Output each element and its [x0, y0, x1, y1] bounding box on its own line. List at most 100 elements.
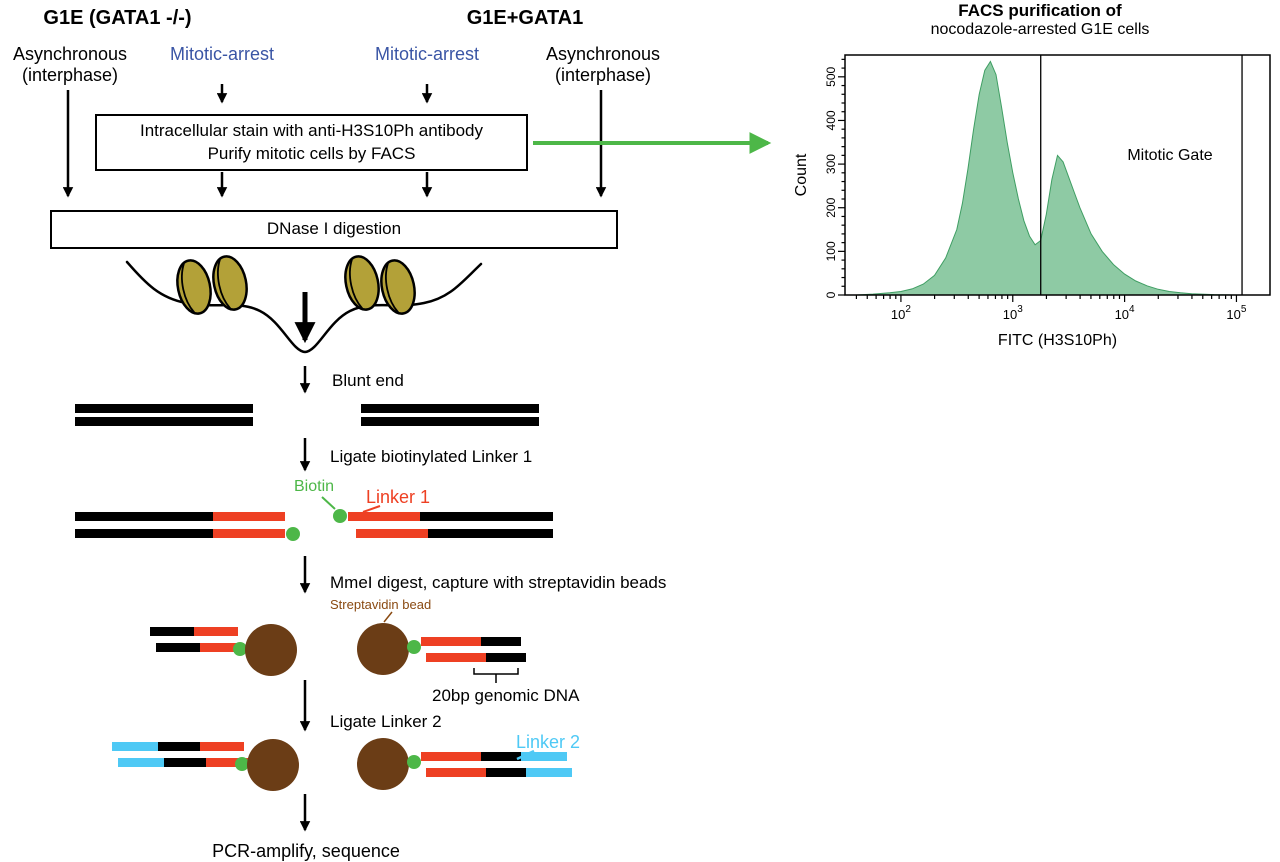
nucleosome-disc: [212, 255, 248, 311]
y-tick-label: 0: [824, 291, 838, 298]
linker1-bar: [213, 529, 285, 538]
streptavidin-bead-label: Streptavidin bead: [330, 597, 432, 612]
linker1-pointer-line: [362, 505, 381, 513]
step-ligate-linker2: Ligate Linker 2: [330, 712, 442, 731]
facs-title-line2: nocodazole-arrested G1E cells: [930, 21, 1150, 38]
dna-bar: [75, 417, 253, 426]
y-tick-label: 400: [824, 110, 838, 130]
linker1-bar: [200, 742, 244, 751]
workflow-graphics: [62, 84, 772, 832]
biotin-dot: [233, 642, 247, 656]
nucleosome: [380, 259, 416, 315]
linker1-bar: [426, 653, 486, 662]
facs-plot-frame: [844, 54, 1271, 296]
dna-bar: [486, 653, 526, 662]
nucleosome: [176, 259, 212, 315]
biotin-dot: [333, 509, 347, 523]
linker1-bar: [200, 643, 244, 652]
linker2-bar: [526, 768, 572, 777]
step-mmei-digest: MmeI digest, capture with streptavidin b…: [330, 573, 667, 592]
condition-async-left: Asynchronous (interphase): [12, 44, 128, 85]
dna-bar: [75, 512, 213, 521]
dna-bar: [486, 768, 526, 777]
dna-bar: [420, 512, 553, 521]
biotin-dot: [407, 640, 421, 654]
nucleosome-detail: [349, 259, 363, 310]
step-ligate-linker1: Ligate biotinylated Linker 1: [330, 447, 533, 466]
streptavidin-capture: [150, 611, 526, 683]
dna-bar: [75, 404, 253, 413]
dna-bar: [75, 529, 213, 538]
dna-bar: [361, 404, 539, 413]
nucleosome-disc: [344, 255, 380, 311]
nucleosome: [212, 255, 248, 311]
y-tick-label: 300: [824, 154, 838, 174]
dna-bar: [481, 637, 521, 646]
linker1-bar: [356, 529, 428, 538]
dnase-box: DNase I digestion: [50, 210, 618, 249]
facs-xaxis-label: FITC (H3S10Ph): [998, 332, 1117, 349]
dna-bar: [164, 758, 206, 767]
dna-bar: [158, 742, 200, 751]
linker1-bar: [348, 512, 420, 521]
linker2-bar: [521, 752, 567, 761]
biotin-pointer-line: [321, 496, 336, 510]
biotin-dot: [235, 757, 249, 771]
group1-title: G1E (GATA1 -/-): [43, 7, 192, 29]
linker1-constructs: [75, 496, 553, 541]
facs-title-line1: FACS purification of: [958, 1, 1122, 20]
nucleosome-detail: [385, 263, 399, 314]
biotin-label: Biotin: [294, 478, 335, 495]
20bp-bracket: [473, 668, 519, 683]
linker2-pointer-line: [516, 749, 535, 761]
dna-bar: [150, 627, 194, 636]
dna-bar: [481, 752, 521, 761]
flow-arrows: [62, 84, 772, 832]
biotin-dot: [407, 755, 421, 769]
dna-bar: [428, 529, 553, 538]
mitotic-gate-label: Mitotic Gate: [1127, 147, 1212, 164]
linker2-constructs: [112, 738, 572, 791]
stain-facs-box: Intracellular stain with anti-H3S10Ph an…: [95, 114, 528, 171]
blunt-dna-fragments: [75, 404, 539, 426]
step-blunt-end: Blunt end: [332, 371, 404, 390]
linker2-label: Linker 2: [516, 732, 581, 752]
nucleosome-detail: [181, 263, 195, 314]
condition-mitotic-left: Mitotic-arrest: [169, 44, 274, 64]
streptavidin-bead: [357, 738, 409, 790]
y-tick-label: 500: [824, 66, 838, 86]
chromatin-drawing: [125, 255, 483, 354]
step-pcr-sequence: PCR-amplify, sequence: [212, 841, 400, 861]
linker1-bar: [426, 768, 486, 777]
condition-mitotic-right: Mitotic-arrest: [374, 44, 479, 64]
linker1-bar: [421, 752, 481, 761]
linker1-bar: [421, 637, 481, 646]
linker1-label: Linker 1: [366, 487, 431, 507]
linker1-bar: [206, 758, 250, 767]
y-tick-label: 100: [824, 241, 838, 261]
facs-histogram: [856, 60, 1265, 296]
linker2-bar: [118, 758, 164, 767]
streptavidin-bead: [245, 624, 297, 676]
genomic-dna-label: 20bp genomic DNA: [432, 686, 580, 705]
streptavidin-pointer-line: [383, 611, 393, 623]
x-tick-label: 104: [1115, 304, 1135, 322]
biotin-dot: [286, 527, 300, 541]
nucleosome-disc: [380, 259, 416, 315]
y-tick-label: 200: [824, 197, 838, 217]
nucleosome-detail: [217, 259, 231, 310]
group2-title: G1E+GATA1: [466, 7, 584, 29]
linker2-bar: [112, 742, 158, 751]
dna-bar: [156, 643, 200, 652]
x-tick-label: 102: [891, 304, 911, 322]
linker1-bar: [194, 627, 238, 636]
linker1-bar: [213, 512, 285, 521]
nucleosome: [344, 255, 380, 311]
dna-bar: [361, 417, 539, 426]
condition-async-right: Asynchronous (interphase): [545, 44, 661, 85]
streptavidin-bead: [357, 623, 409, 675]
nucleosome-disc: [176, 259, 212, 315]
facs-yaxis-label: Count: [793, 153, 810, 196]
